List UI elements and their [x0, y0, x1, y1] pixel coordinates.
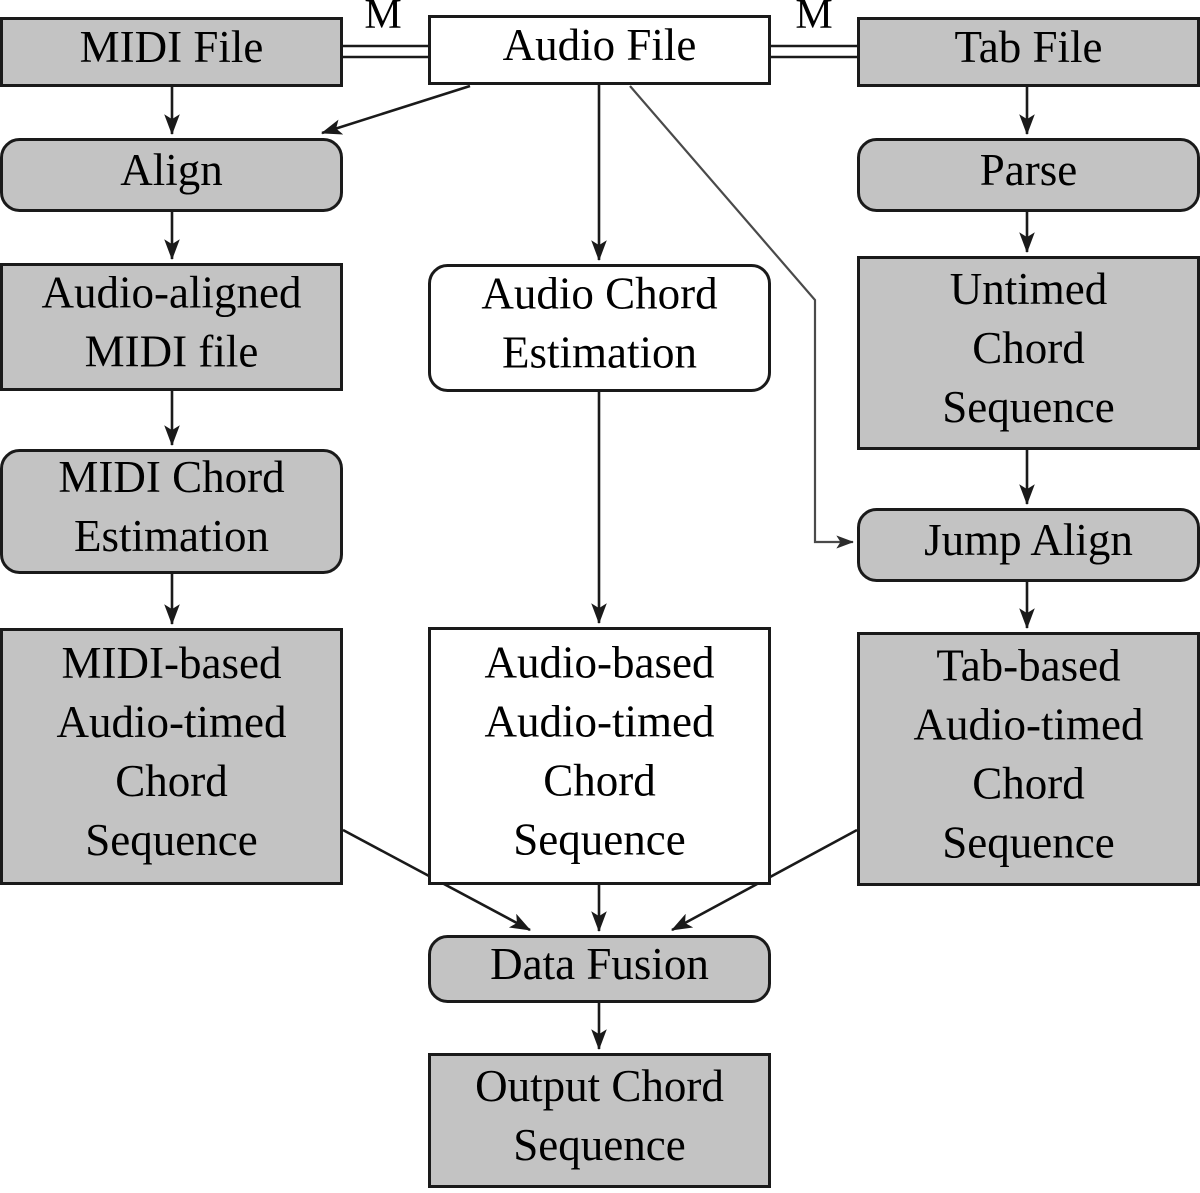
node-box-audio-aligned-midi	[0, 263, 343, 391]
node-label-line: Align	[120, 145, 223, 195]
node-label-line: Sequence	[513, 1120, 685, 1170]
node-box-audio-based-seq	[428, 627, 771, 885]
node-box-parse	[857, 138, 1200, 212]
node-label-midi-file: MIDI File	[80, 22, 264, 72]
node-box-tab-file	[857, 17, 1200, 87]
node-label-line: Audio File	[503, 20, 697, 70]
node-label-line: Sequence	[942, 382, 1114, 432]
node-label-line: Output Chord	[475, 1061, 724, 1111]
node-label-line: Tab-based	[936, 641, 1120, 691]
node-label-tab-file: Tab File	[954, 22, 1102, 72]
node-box-output-chord-seq	[428, 1053, 771, 1188]
node-box-midi-based-seq	[0, 628, 343, 885]
edge-midi-file-audio-file-link	[343, 44, 428, 59]
node-label-line: Audio-based	[485, 638, 715, 688]
node-label-line: Audio-timed	[914, 700, 1144, 750]
node-label-parse: Parse	[980, 145, 1077, 195]
node-label-line: Sequence	[513, 815, 685, 865]
node-label-line: Sequence	[85, 815, 257, 865]
node-label-line: Estimation	[502, 328, 697, 378]
node-label-line: Chord	[115, 756, 228, 806]
node-label-line: Data Fusion	[490, 939, 709, 989]
node-parse[interactable]: Parse	[857, 138, 1200, 212]
node-label-line: Parse	[980, 145, 1077, 195]
node-label-line: Chord	[543, 756, 656, 806]
node-box-data-fusion	[428, 935, 771, 1003]
multiplicity-label-m-right: M	[795, 0, 832, 38]
node-label-line: Jump Align	[924, 515, 1133, 565]
multiplicity-label-m-left: M	[364, 0, 401, 38]
node-box-jump-align	[857, 508, 1200, 582]
node-label-line: Chord	[972, 759, 1085, 809]
node-label-line: Chord	[972, 323, 1085, 373]
node-label-line: MIDI-based	[62, 638, 282, 688]
node-label-line: Audio-timed	[485, 697, 715, 747]
node-jump-align[interactable]: Jump Align	[857, 508, 1200, 582]
node-label-audio-file: Audio File	[503, 20, 697, 70]
node-data-fusion[interactable]: Data Fusion	[428, 935, 771, 1003]
node-label-line: Estimation	[74, 511, 269, 561]
node-box-audio-file	[428, 15, 771, 85]
node-label-jump-align: Jump Align	[924, 515, 1133, 565]
node-label-align: Align	[120, 145, 223, 195]
edge-audio-file-tab-file-link	[771, 44, 857, 59]
node-label-line: Audio-timed	[57, 697, 287, 747]
node-box-untimed-chord-seq	[857, 256, 1200, 450]
node-midi-file[interactable]: MIDI File	[0, 17, 343, 87]
node-label-line: MIDI file	[85, 327, 259, 377]
node-label-line: Untimed	[950, 264, 1107, 314]
node-tab-file[interactable]: Tab File	[857, 17, 1200, 87]
node-label-line: MIDI File	[80, 22, 264, 72]
node-box-midi-file	[0, 17, 343, 87]
node-box-audio-chord-est	[428, 264, 771, 392]
node-box-tab-based-seq	[857, 632, 1200, 886]
edge-audio-file-to-align	[321, 84, 471, 135]
node-align[interactable]: Align	[0, 138, 343, 212]
node-box-midi-chord-est	[0, 449, 343, 574]
node-label-data-fusion: Data Fusion	[490, 939, 709, 989]
node-label-line: Audio-aligned	[42, 268, 302, 318]
node-label-line: Audio Chord	[481, 269, 717, 319]
edge-audio-file-to-jump-align	[629, 85, 854, 549]
node-label-line: MIDI Chord	[58, 452, 284, 502]
node-audio-file[interactable]: Audio File	[428, 15, 771, 85]
node-box-align	[0, 138, 343, 212]
node-label-line: Sequence	[942, 818, 1114, 868]
node-label-line: Tab File	[954, 22, 1102, 72]
